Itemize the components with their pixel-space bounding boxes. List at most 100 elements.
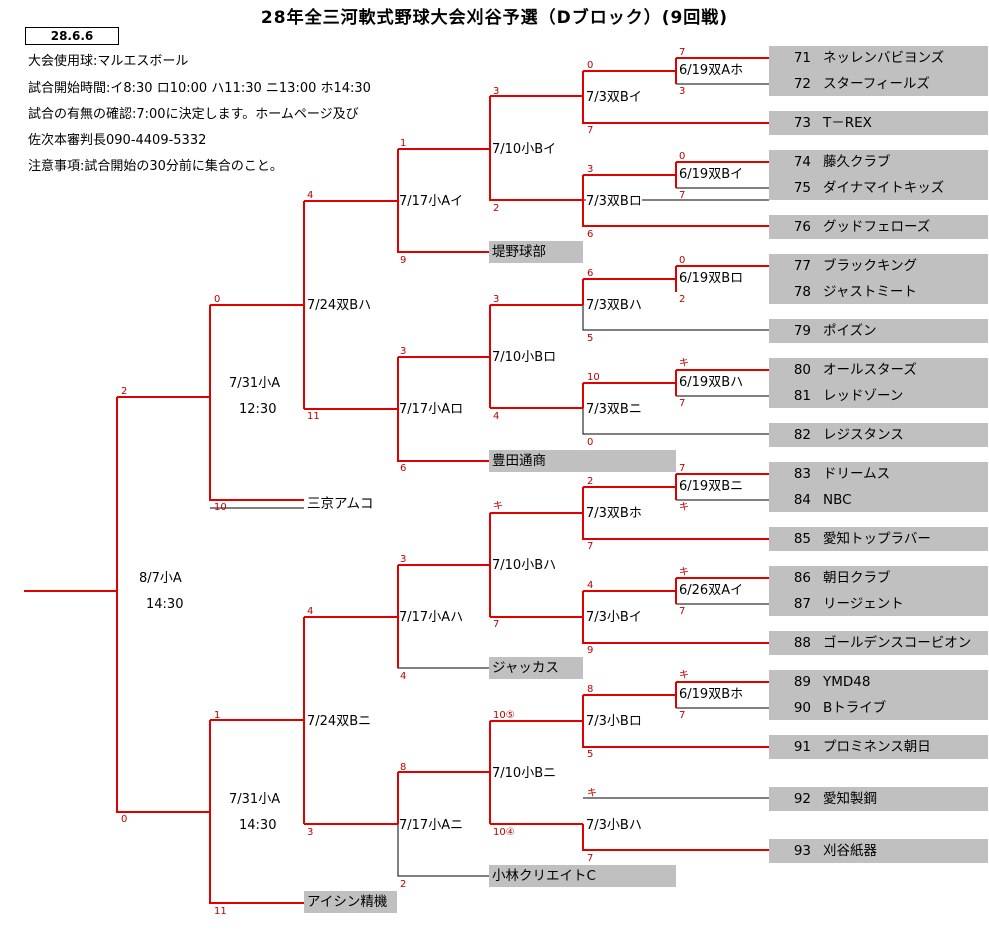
winning-path-line: [582, 71, 769, 124]
score: キ: [587, 788, 597, 799]
team-name: ドリームス: [823, 466, 891, 482]
team-name: Bトライブ: [823, 700, 887, 716]
team-number: 92: [793, 791, 811, 807]
match-label: 7/10小Bロ: [492, 350, 557, 365]
match-time: 14:30: [239, 818, 277, 833]
page-title: 28年全三河軟式野球大会刈谷予選（Dブロック）(9回戦): [260, 8, 729, 28]
team-name: ポイズン: [823, 323, 877, 339]
score: 10: [587, 372, 600, 383]
team-name: ブラックキング: [823, 258, 918, 274]
score: 7: [587, 125, 594, 136]
score: 0: [214, 294, 221, 305]
team-name: リージェント: [823, 596, 904, 612]
match-label: 7/3双Bホ: [586, 506, 642, 521]
score: 0: [679, 151, 686, 162]
winning-path-line: [397, 357, 490, 462]
score: 0: [679, 255, 686, 266]
winning-path-line: [397, 149, 490, 253]
score: 2: [400, 879, 407, 890]
seeded-team: 堤野球部: [489, 241, 583, 263]
match-label: 7/3双Bニ: [586, 402, 642, 417]
match-label: 7/3双Bロ: [586, 194, 642, 209]
team-name: 愛知製鋼: [823, 791, 877, 807]
score: 2: [121, 386, 128, 397]
score: 4: [307, 190, 314, 201]
score: 3: [679, 86, 686, 97]
match-label: 7/3小Bハ: [586, 818, 642, 833]
team-number: 90: [793, 700, 811, 716]
team-number: 71: [793, 50, 811, 66]
team-number: 76: [793, 219, 811, 235]
winning-path-line: [209, 720, 304, 904]
info-start-times: 試合開始時間:イ8:30 ロ10:00 ハ11:30 ニ13:00 ホ14:30: [28, 81, 371, 96]
score: 7: [493, 619, 500, 630]
team-name: ダイナマイトキッズ: [823, 180, 945, 196]
score: 4: [493, 411, 500, 422]
match-label: 7/3小Bイ: [586, 610, 642, 625]
match-date: 7/31小A: [229, 792, 281, 807]
team-name: グッドフェローズ: [823, 219, 931, 235]
match-label: 7/17小Aニ: [399, 818, 464, 833]
team-number: 93: [793, 843, 811, 859]
info-confirmation: 試合の有無の確認:7:00に決定します。ホームページ及び: [28, 107, 359, 122]
score: 3: [400, 346, 407, 357]
score: 6: [587, 268, 594, 279]
team-name: ネッレンバビヨンズ: [823, 50, 945, 66]
team-number: 79: [793, 323, 811, 339]
score: 7: [679, 463, 686, 474]
team-number: 75: [793, 180, 811, 196]
match-label: 7/10小Bニ: [492, 766, 557, 781]
team-name: 藤久クラブ: [823, 154, 891, 170]
team-number: 86: [793, 570, 811, 586]
score: 3: [400, 554, 407, 565]
score: 11: [214, 906, 227, 917]
team-entry: 75 ダイナマイトキッズ: [769, 176, 988, 200]
score: 7: [679, 190, 686, 201]
match-label: 7/24双Bニ: [307, 714, 372, 729]
info-ball: 大会使用球:マルエスボール: [28, 54, 189, 69]
score: 5: [587, 333, 594, 344]
team-name: 朝日クラブ: [823, 570, 891, 586]
score: 10: [214, 502, 227, 513]
match-label: 7/24双Bハ: [307, 298, 372, 313]
team-number: 83: [793, 466, 811, 482]
seeded-team: アイシン精機: [304, 891, 397, 913]
info-umpire-contact: 佐次本審判長090-4409-5332: [28, 133, 207, 148]
score: 1: [214, 710, 221, 721]
score: 7: [587, 541, 594, 552]
score: 3: [493, 294, 500, 305]
winning-path-line: [582, 175, 769, 227]
team-number: 85: [793, 531, 811, 547]
bracket-line: [397, 824, 490, 877]
score: 8: [587, 684, 594, 695]
team-entry: 76 グッドフェローズ: [769, 215, 988, 239]
match-time: 14:30: [146, 597, 184, 612]
team-name: スターフィールズ: [823, 76, 930, 92]
bracket-line: [582, 408, 769, 435]
score: 4: [307, 606, 314, 617]
score: キ: [493, 501, 503, 512]
seeded-team: 豊田通商: [489, 450, 676, 472]
team-entry: 83 ドリームス: [769, 462, 988, 486]
match-label: 7/3小Bロ: [586, 714, 642, 729]
score: 4: [587, 580, 594, 591]
score: キ: [679, 502, 689, 513]
team-number: 73: [793, 115, 811, 131]
match-label: 6/19双Bニ: [679, 479, 744, 494]
score: 10⑤: [493, 710, 515, 721]
team-name: プロミネンス朝日: [823, 739, 931, 755]
winning-path-line: [582, 487, 769, 540]
team-number: 78: [793, 284, 811, 300]
score: 9: [400, 255, 407, 266]
winning-path-line: [209, 305, 304, 501]
match-label: 7/17小Aロ: [399, 402, 464, 417]
score: 8: [400, 762, 407, 773]
